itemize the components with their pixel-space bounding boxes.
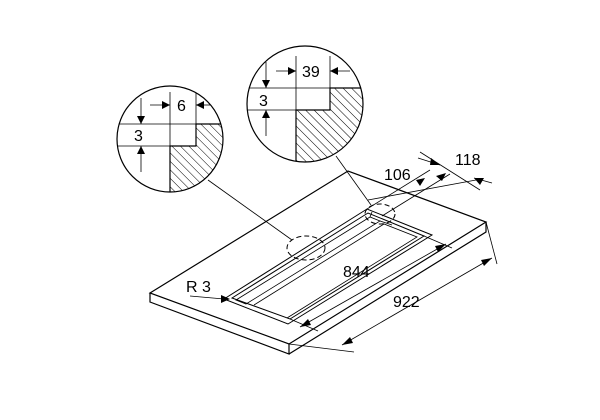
- detail-right-width-label: 39: [302, 64, 320, 81]
- detail-marker-left: [286, 235, 326, 261]
- dim-118-label: 118: [455, 152, 481, 169]
- dimension-922: 922: [288, 221, 498, 353]
- dim-844-label: 844: [343, 264, 370, 281]
- leader-right: [335, 155, 372, 206]
- dimension-106: 106: [366, 167, 477, 217]
- detail-circle-right: 39 3: [246, 45, 364, 163]
- detail-right-depth-label: 3: [259, 93, 268, 110]
- worktop: [148, 170, 488, 355]
- detail-circle-left: 6 3: [116, 85, 224, 193]
- radius-callout: R 3: [186, 279, 230, 303]
- detail-marker-right: [364, 203, 396, 225]
- dimension-844: 844: [289, 235, 453, 332]
- leader-left: [207, 179, 293, 241]
- dim-922-label: 922: [393, 294, 420, 311]
- radius-label: R 3: [186, 279, 211, 296]
- detail-left-width-label: 6: [177, 98, 186, 115]
- dim-106-label: 106: [384, 167, 411, 184]
- cutout: [222, 208, 434, 325]
- dimension-118: 118: [417, 151, 493, 191]
- detail-left-depth-label: 3: [134, 128, 143, 145]
